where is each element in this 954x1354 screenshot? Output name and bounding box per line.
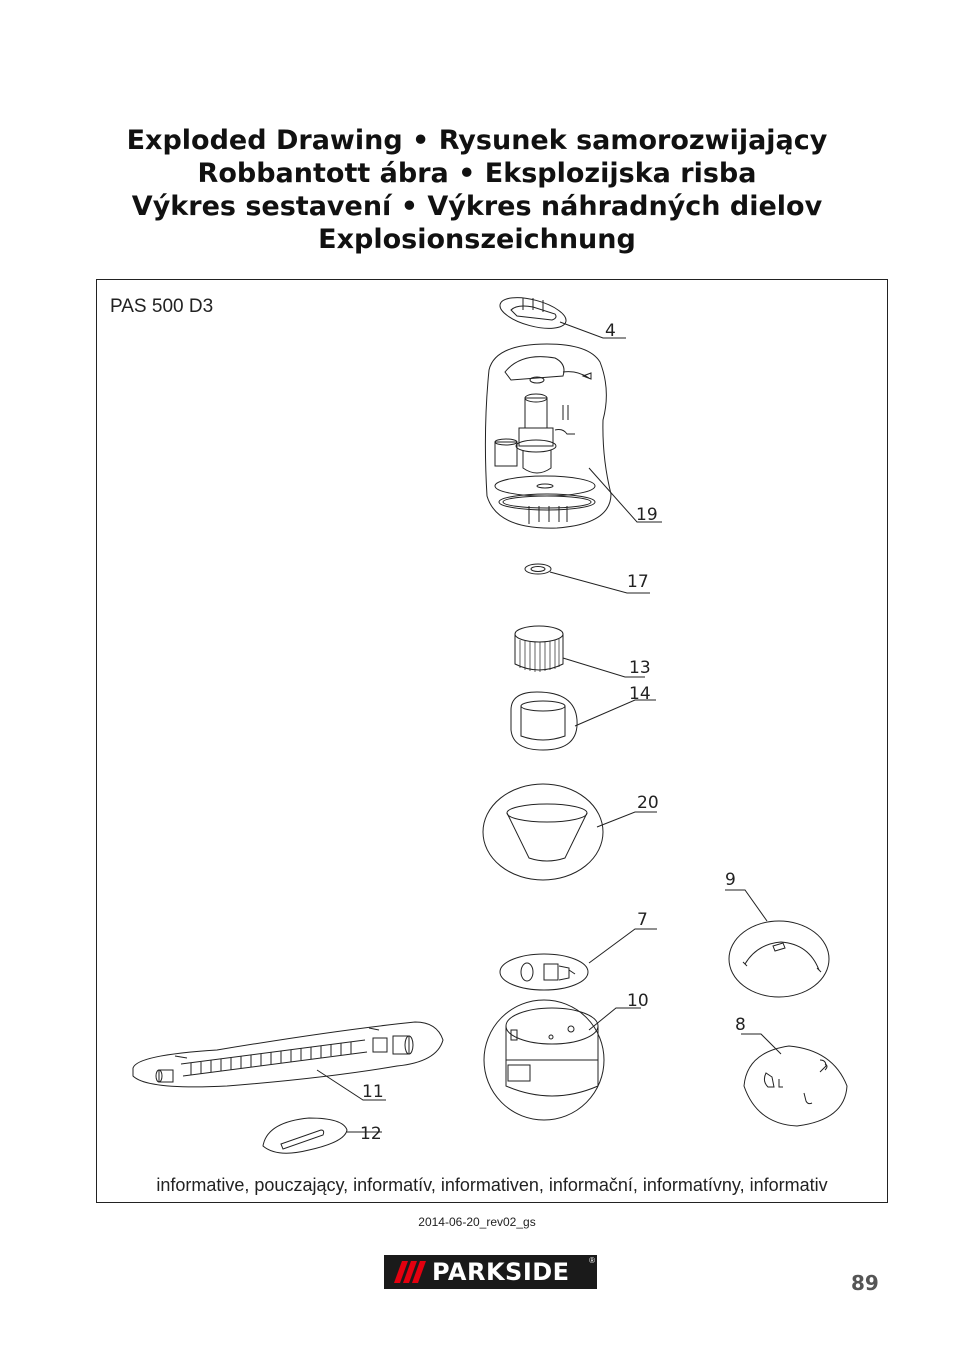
page-title: Exploded Drawing • Rysunek samorozwijają… bbox=[0, 124, 954, 256]
part-10-body bbox=[505, 1026, 599, 1097]
part-19-outline bbox=[484, 343, 612, 529]
part-13-filter bbox=[514, 634, 564, 671]
page-number: 89 bbox=[851, 1271, 879, 1295]
leader-10 bbox=[588, 1007, 641, 1031]
revision-code: 2014-06-20_rev02_gs bbox=[418, 1215, 536, 1229]
leader-7 bbox=[588, 928, 657, 964]
part-label-20: 20 bbox=[637, 793, 659, 813]
parkside-logo: PARKSIDE ® bbox=[384, 1255, 597, 1289]
title-line: Výkres sestavení • Výkres náhradných die… bbox=[131, 191, 823, 222]
part-19-cover bbox=[504, 356, 565, 381]
leader-20 bbox=[596, 811, 657, 828]
leader-8 bbox=[741, 1033, 782, 1055]
leader-19 bbox=[588, 467, 662, 523]
part-12-nozzle bbox=[280, 1129, 325, 1150]
registered-mark: ® bbox=[589, 1256, 595, 1265]
part-19-plate bbox=[494, 475, 596, 497]
part-14-bag bbox=[520, 706, 566, 741]
part-label-7: 7 bbox=[637, 910, 648, 930]
part-12-outline bbox=[262, 1117, 348, 1154]
part-8-outline bbox=[733, 1031, 845, 1143]
part-17-ring bbox=[524, 563, 552, 575]
part-20-cone bbox=[506, 812, 588, 862]
part-label-17: 17 bbox=[627, 572, 649, 592]
part-11-hose bbox=[180, 1039, 368, 1077]
leader-9 bbox=[725, 889, 768, 922]
leader-14 bbox=[574, 699, 656, 727]
part-4-handle bbox=[510, 305, 557, 321]
part-label-9: 9 bbox=[725, 870, 736, 890]
part-11-outline bbox=[132, 1021, 444, 1088]
model-number: PAS 500 D3 bbox=[110, 296, 214, 317]
part-20-rim bbox=[506, 803, 588, 823]
part-label-13: 13 bbox=[629, 658, 651, 678]
parkside-stripes-icon bbox=[394, 1261, 426, 1283]
leader-11 bbox=[316, 1069, 386, 1101]
part-label-14: 14 bbox=[629, 684, 651, 704]
title-line: Robbantott ábra • Eksplozijska risba bbox=[197, 158, 757, 189]
drawing-frame: 4 19 17 13 14 20 9 7 10 8 11 12 PAS 500 … bbox=[96, 279, 888, 1203]
part-20-outline bbox=[482, 783, 604, 881]
part-label-11: 11 bbox=[362, 1082, 384, 1102]
part-label-19: 19 bbox=[636, 505, 658, 525]
part-19-filter-cartridge bbox=[494, 441, 518, 467]
exploded-drawing: 4 19 17 13 14 20 9 7 10 8 11 12 bbox=[132, 297, 848, 1154]
brand-name: PARKSIDE bbox=[432, 1258, 570, 1286]
leader-4 bbox=[559, 321, 626, 339]
part-10-outline bbox=[483, 999, 605, 1121]
part-14-outline bbox=[510, 691, 578, 751]
informative-note: informative, pouczający, informatív, inf… bbox=[156, 1175, 828, 1195]
part-label-12: 12 bbox=[360, 1124, 382, 1144]
leader-13 bbox=[562, 657, 645, 678]
part-label-4: 4 bbox=[605, 321, 616, 341]
part-8-clip bbox=[763, 1072, 775, 1088]
title-line: Exploded Drawing • Rysunek samorozwijają… bbox=[126, 125, 828, 156]
title-line: Explosionszeichnung bbox=[318, 224, 636, 255]
part-label-8: 8 bbox=[735, 1015, 746, 1035]
part-label-10: 10 bbox=[627, 991, 649, 1011]
part-7-outline bbox=[499, 953, 589, 991]
part-4-outline bbox=[499, 297, 567, 329]
leader-17 bbox=[549, 571, 650, 594]
part-9-outline bbox=[728, 920, 830, 998]
part-19-gasket bbox=[498, 493, 596, 511]
part-9-cord bbox=[744, 941, 820, 971]
